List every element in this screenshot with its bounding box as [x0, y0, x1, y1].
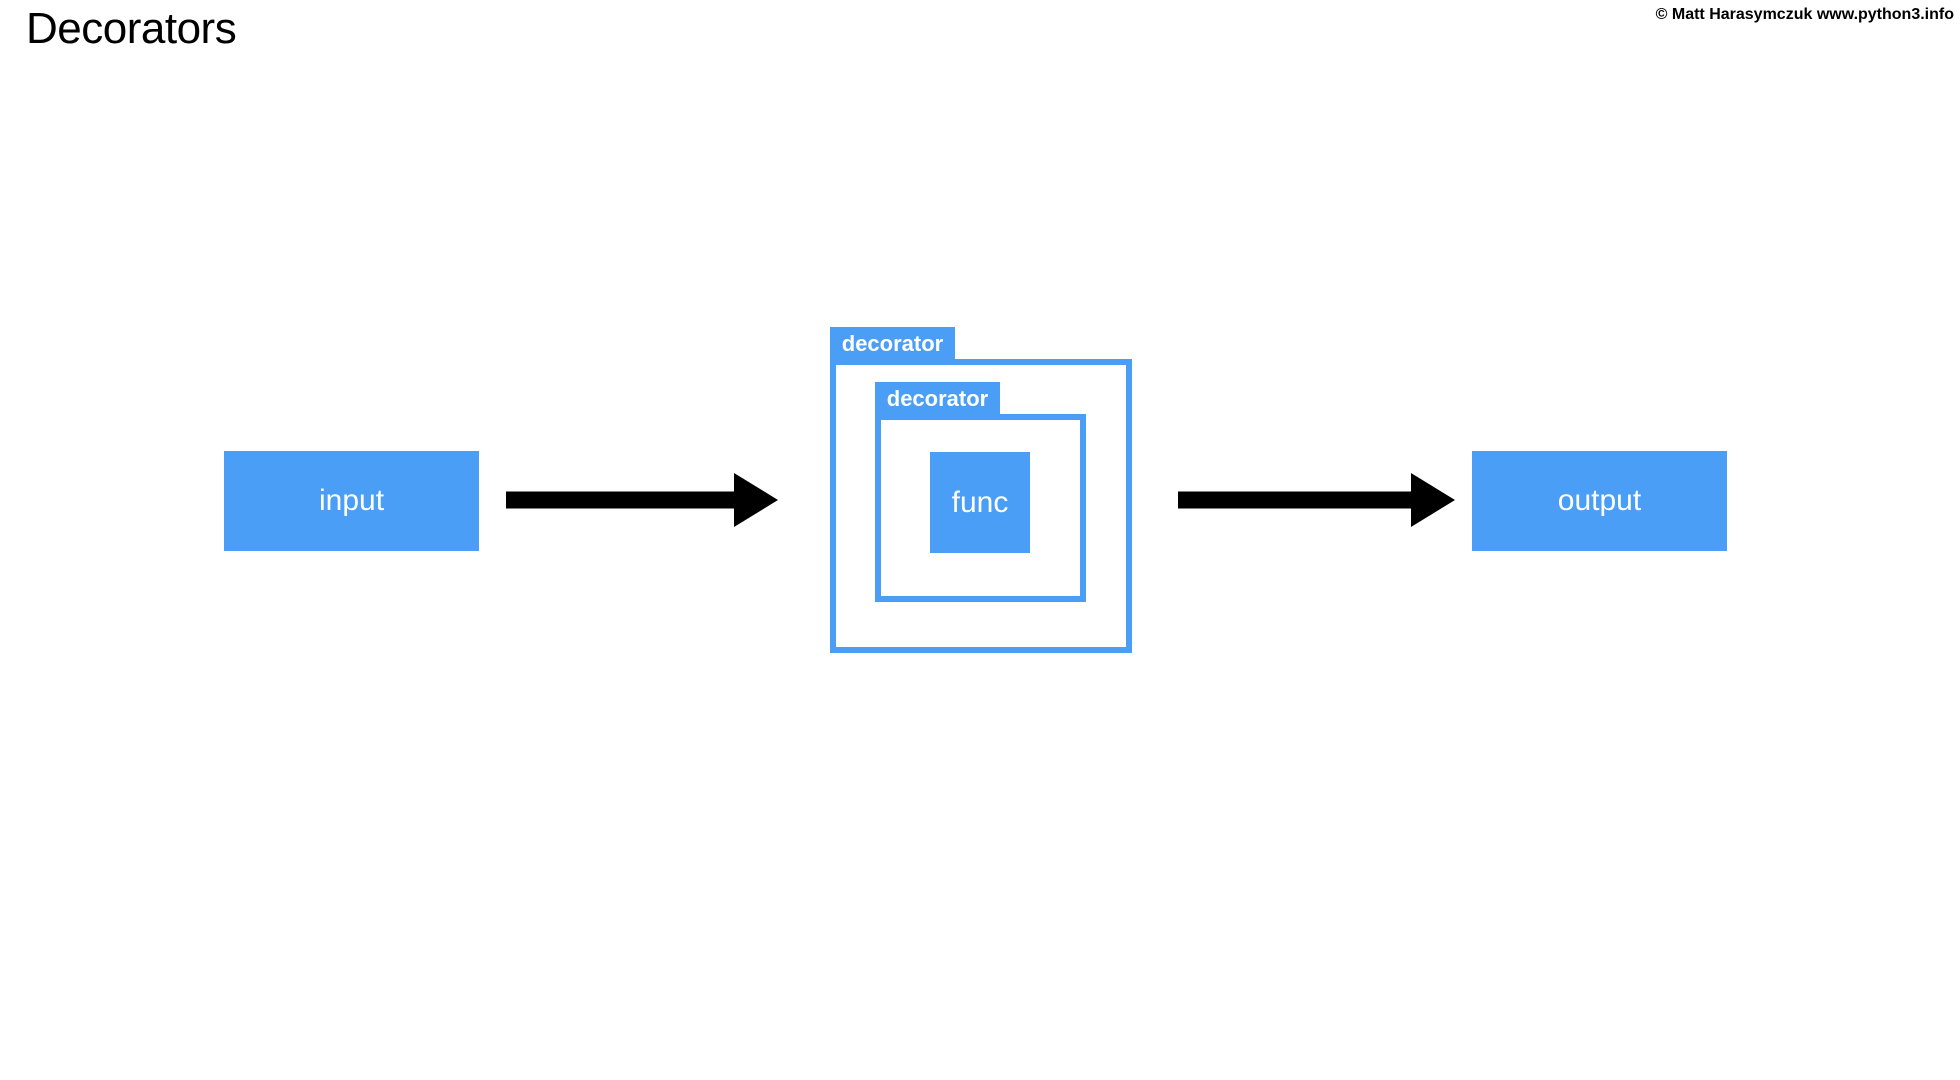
node-decorator-inner-label: decorator	[886, 386, 989, 411]
copyright-notice: © Matt Harasymczuk www.python3.info	[1655, 6, 1954, 23]
node-decorator-inner-tab: decorator	[875, 382, 1000, 416]
arrow-head-icon	[1411, 473, 1455, 527]
node-output-label: output	[1557, 484, 1642, 517]
arrow-shaft	[506, 491, 738, 509]
node-func: func	[930, 452, 1030, 553]
node-decorator-outer-label: decorator	[841, 331, 944, 356]
node-func-label: func	[951, 485, 1009, 519]
node-input-label: input	[318, 484, 385, 517]
arrow-decorator-to-output	[1178, 473, 1455, 527]
node-input: input	[224, 451, 479, 551]
arrow-shaft	[1178, 491, 1415, 509]
node-decorator-outer-tab: decorator	[830, 327, 955, 361]
node-output: output	[1472, 451, 1727, 551]
arrow-input-to-decorator	[506, 473, 778, 527]
page-title: Decorators	[26, 4, 237, 53]
arrow-head-icon	[734, 473, 778, 527]
